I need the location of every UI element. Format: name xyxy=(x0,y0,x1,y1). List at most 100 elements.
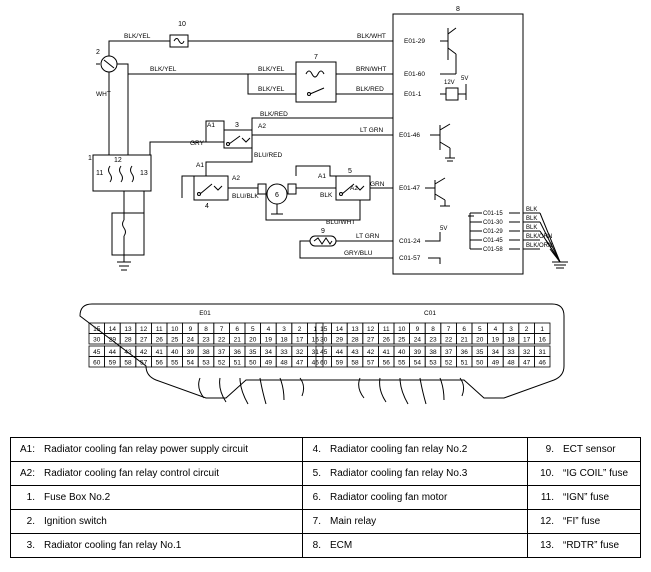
ground-wire-3: BLK xyxy=(526,225,537,231)
legend-description: “IGN” fuse xyxy=(563,492,610,503)
label-n11: 11 xyxy=(96,170,103,177)
legend-description: Radiator cooling fan motor xyxy=(330,492,448,503)
connector-pin-number: 31 xyxy=(312,349,320,356)
ecm-pin-c01-57: C01-57 xyxy=(399,255,421,262)
wire-blk-yel-mid xyxy=(117,63,248,75)
label-n2: 2 xyxy=(96,49,100,56)
legend-description: “RDTR” fuse xyxy=(563,540,620,551)
wire-label-brn-wht: BRN/WHT xyxy=(356,66,386,73)
connector-pin-number: 11 xyxy=(383,326,390,333)
label-n4: 4 xyxy=(205,203,209,210)
legend-key: 7. xyxy=(312,516,321,527)
legend-cell: 3.Radiator cooling fan relay No.1 xyxy=(10,533,303,558)
legend-description: ECT sensor xyxy=(563,444,616,455)
circuit-a1-left: A1 xyxy=(196,162,204,169)
legend-key: 1. xyxy=(26,492,35,503)
circuit-a1-top: A1 xyxy=(207,122,215,129)
connector-e01-title: E01 xyxy=(199,310,211,317)
connector-pin-number: 1 xyxy=(540,326,544,333)
legend-cell: 4.Radiator cooling fan relay No.2 xyxy=(302,437,528,462)
wire-label-blk-wht: BLK/WHT xyxy=(357,33,386,40)
label-n10: 10 xyxy=(178,21,186,28)
legend-row: A2:Radiator cooling fan relay control ci… xyxy=(10,461,641,486)
connector-pin-number: 34 xyxy=(492,349,500,356)
connector-pin-number: 14 xyxy=(336,326,344,333)
connector-pin-number: 33 xyxy=(507,349,515,356)
ecm-sensor-ground xyxy=(428,257,441,264)
legend-cell: 9.ECT sensor xyxy=(527,437,641,462)
connector-pin-number: 13 xyxy=(124,326,132,333)
connector-pin-number: 21 xyxy=(461,337,469,344)
legend-description: Radiator cooling fan relay control circu… xyxy=(44,468,220,479)
legend-cell: 8.ECM xyxy=(302,533,528,558)
connector-pin-cell xyxy=(306,356,324,368)
label-n8: 8 xyxy=(456,6,460,13)
connector-pin-number: 10 xyxy=(171,326,179,333)
connector-pin-number: 52 xyxy=(445,360,453,367)
label-n12: 12 xyxy=(114,157,122,164)
legend-key: 2. xyxy=(26,516,35,527)
connector-pin-number: 17 xyxy=(523,337,531,344)
radiator-fan-relay-no1 xyxy=(223,129,253,149)
connector-pin-number: 31 xyxy=(539,349,547,356)
connector-pin-number: 40 xyxy=(398,349,406,356)
connector-pin-number: 57 xyxy=(140,360,148,367)
label-n3: 3 xyxy=(235,122,239,129)
wire-label-lt-grn-a: LT GRN xyxy=(360,127,384,134)
legend-description: Radiator cooling fan relay power supply … xyxy=(44,444,248,455)
connector-pin-number: 21 xyxy=(234,337,242,344)
connector-pin-number: 26 xyxy=(383,337,391,344)
connector-pin-number: 58 xyxy=(124,360,132,367)
ground-wire-4: BLK/ORN xyxy=(526,234,552,240)
connector-pin-number: 49 xyxy=(265,360,273,367)
connector-pin-number: 35 xyxy=(249,349,257,356)
voltage-12v: 12V xyxy=(444,80,455,86)
legend-cell: 6. Radiator cooling fan motor xyxy=(302,485,528,510)
legend-row: A1: Radiator cooling fan relay power supp… xyxy=(10,437,641,462)
connector-pin-number: 3 xyxy=(509,326,513,333)
legend-description: ECM xyxy=(330,540,353,551)
connector-pin-number: 53 xyxy=(429,360,437,367)
legend-description: Ignition switch xyxy=(44,516,107,527)
wire-label-blu-red: BLU/RED xyxy=(254,152,282,159)
connector-pin-number: 29 xyxy=(336,337,344,344)
connector-pin-number: 45 xyxy=(93,349,101,356)
label-n6: 6 xyxy=(275,192,279,199)
legend-cell: 7. Main relay xyxy=(302,509,528,534)
connector-pin-number: 35 xyxy=(476,349,484,356)
wire-label-wht: WHT xyxy=(96,91,111,98)
fuse-box-no2 xyxy=(92,154,152,192)
ecm-internal-transistor-mid xyxy=(430,123,455,162)
connector-pin-number: 20 xyxy=(249,337,257,344)
ecm-pin-e01-47: E01-47 xyxy=(399,185,420,192)
wire-label-gry: GRY xyxy=(190,140,205,147)
legend-key: 6. xyxy=(312,492,321,503)
legend-cell: A1: Radiator cooling fan relay power supp… xyxy=(10,437,303,462)
connector-pin-number: 20 xyxy=(476,337,484,344)
connector-pin-number: 38 xyxy=(202,349,210,356)
legend-cell: 1.Fuse Box No.2 xyxy=(10,485,303,510)
wire-label-blk-yel-d: BLK/YEL xyxy=(258,86,285,93)
label-n13: 13 xyxy=(140,170,148,177)
connector-pin-number: 60 xyxy=(93,360,101,367)
wire-blk-yel-relay-feed xyxy=(247,74,296,95)
legend-key: 12. xyxy=(540,516,554,527)
legend-key: A1: xyxy=(19,444,35,455)
wire-gry-blu xyxy=(299,240,393,259)
connector-pin-number: 54 xyxy=(414,360,422,367)
connector-pin-number: 34 xyxy=(265,349,273,356)
legend-cell: 5.Radiator cooling fan relay No.3 xyxy=(302,461,528,486)
connector-pin-number: 48 xyxy=(280,360,288,367)
connector-pin-number: 8 xyxy=(204,326,208,333)
wire-blu-wht xyxy=(265,194,361,221)
component-legend-table: A1: Radiator cooling fan relay power supp… xyxy=(10,437,641,558)
connector-pin-number: 25 xyxy=(171,337,179,344)
connector-pin-number: 2 xyxy=(298,326,302,333)
connector-pin-number: 5 xyxy=(478,326,482,333)
wire-label-gry-blu: GRY/BLU xyxy=(344,250,373,257)
connector-pin-number: 51 xyxy=(461,360,469,367)
connector-pin-number: 25 xyxy=(398,337,406,344)
legend-description: Main relay xyxy=(330,516,377,527)
wire-label-blk-yel-c: BLK/YEL xyxy=(258,66,285,73)
label-n1: 1 xyxy=(88,155,92,162)
